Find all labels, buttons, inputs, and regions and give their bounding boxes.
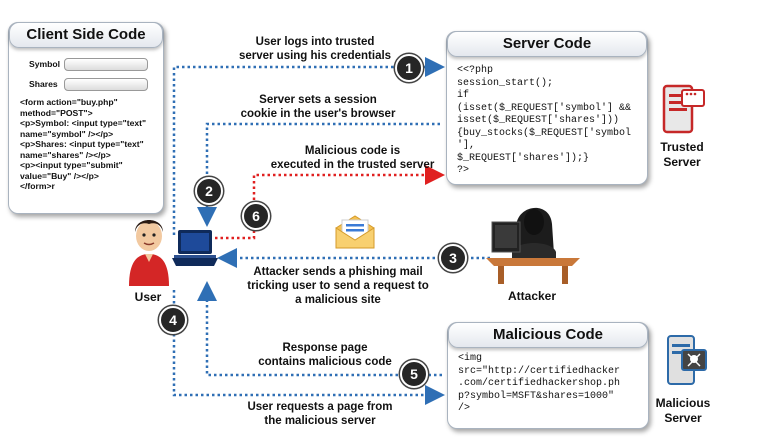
trusted-server-label: Trusted Server bbox=[660, 140, 704, 169]
step-6-label: Malicious code is executed in the truste… bbox=[270, 145, 435, 171]
user-icon bbox=[129, 220, 169, 286]
step-3-label: Attacker sends a phishing mail tricking … bbox=[247, 266, 429, 306]
malicious-server-icon bbox=[667, 335, 707, 385]
attacker-label: Attacker bbox=[507, 289, 557, 303]
step-6-badge: 6 bbox=[242, 202, 270, 230]
arrow-step-5 bbox=[197, 281, 442, 377]
step-4-badge: 4 bbox=[159, 306, 187, 334]
shares-label: Shares bbox=[29, 79, 58, 89]
client-code-title: Client Side Code bbox=[9, 22, 163, 48]
step-2-badge: 2 bbox=[195, 177, 223, 205]
step-1-label: User logs into trusted server using his … bbox=[238, 36, 392, 62]
step-1-badge: 1 bbox=[395, 54, 423, 82]
arrow-step-6 bbox=[215, 165, 445, 240]
server-code-title: Server Code bbox=[447, 31, 647, 57]
step-4-label: User requests a page from the malicious … bbox=[247, 401, 393, 427]
step-3-badge: 3 bbox=[439, 244, 467, 272]
laptop-icon bbox=[172, 230, 218, 266]
step-5-badge: 5 bbox=[400, 360, 428, 388]
user-label: User bbox=[134, 290, 162, 304]
trusted-server-icon bbox=[662, 84, 705, 134]
arrow-step-2 bbox=[197, 122, 440, 227]
envelope-icon bbox=[335, 215, 375, 249]
shares-field bbox=[64, 78, 148, 91]
attacker-icon bbox=[486, 207, 580, 284]
client-form-code: <form action="buy.php" method="POST"> <p… bbox=[20, 97, 147, 191]
server-code-text: <<?php session_start(); if (isset($_REQU… bbox=[457, 65, 632, 176]
symbol-field bbox=[64, 58, 148, 71]
symbol-label: Symbol bbox=[29, 59, 61, 69]
client-code-panel: Client Side Code Symbol Shares <form act… bbox=[8, 22, 164, 214]
step-2-label: Server sets a session cookie in the user… bbox=[240, 94, 396, 120]
malicious-code-text: <img src="http://certifiedhacker .com/ce… bbox=[458, 353, 621, 414]
malicious-server-label: Malicious Server bbox=[655, 396, 711, 425]
malicious-code-panel: Malicious Code <img src="http://certifie… bbox=[447, 322, 649, 429]
arrow-step-1 bbox=[172, 57, 445, 235]
malicious-code-title: Malicious Code bbox=[448, 322, 648, 348]
step-5-label: Response page contains malicious code bbox=[258, 342, 392, 368]
server-code-panel: Server Code <<?php session_start(); if (… bbox=[446, 31, 648, 185]
